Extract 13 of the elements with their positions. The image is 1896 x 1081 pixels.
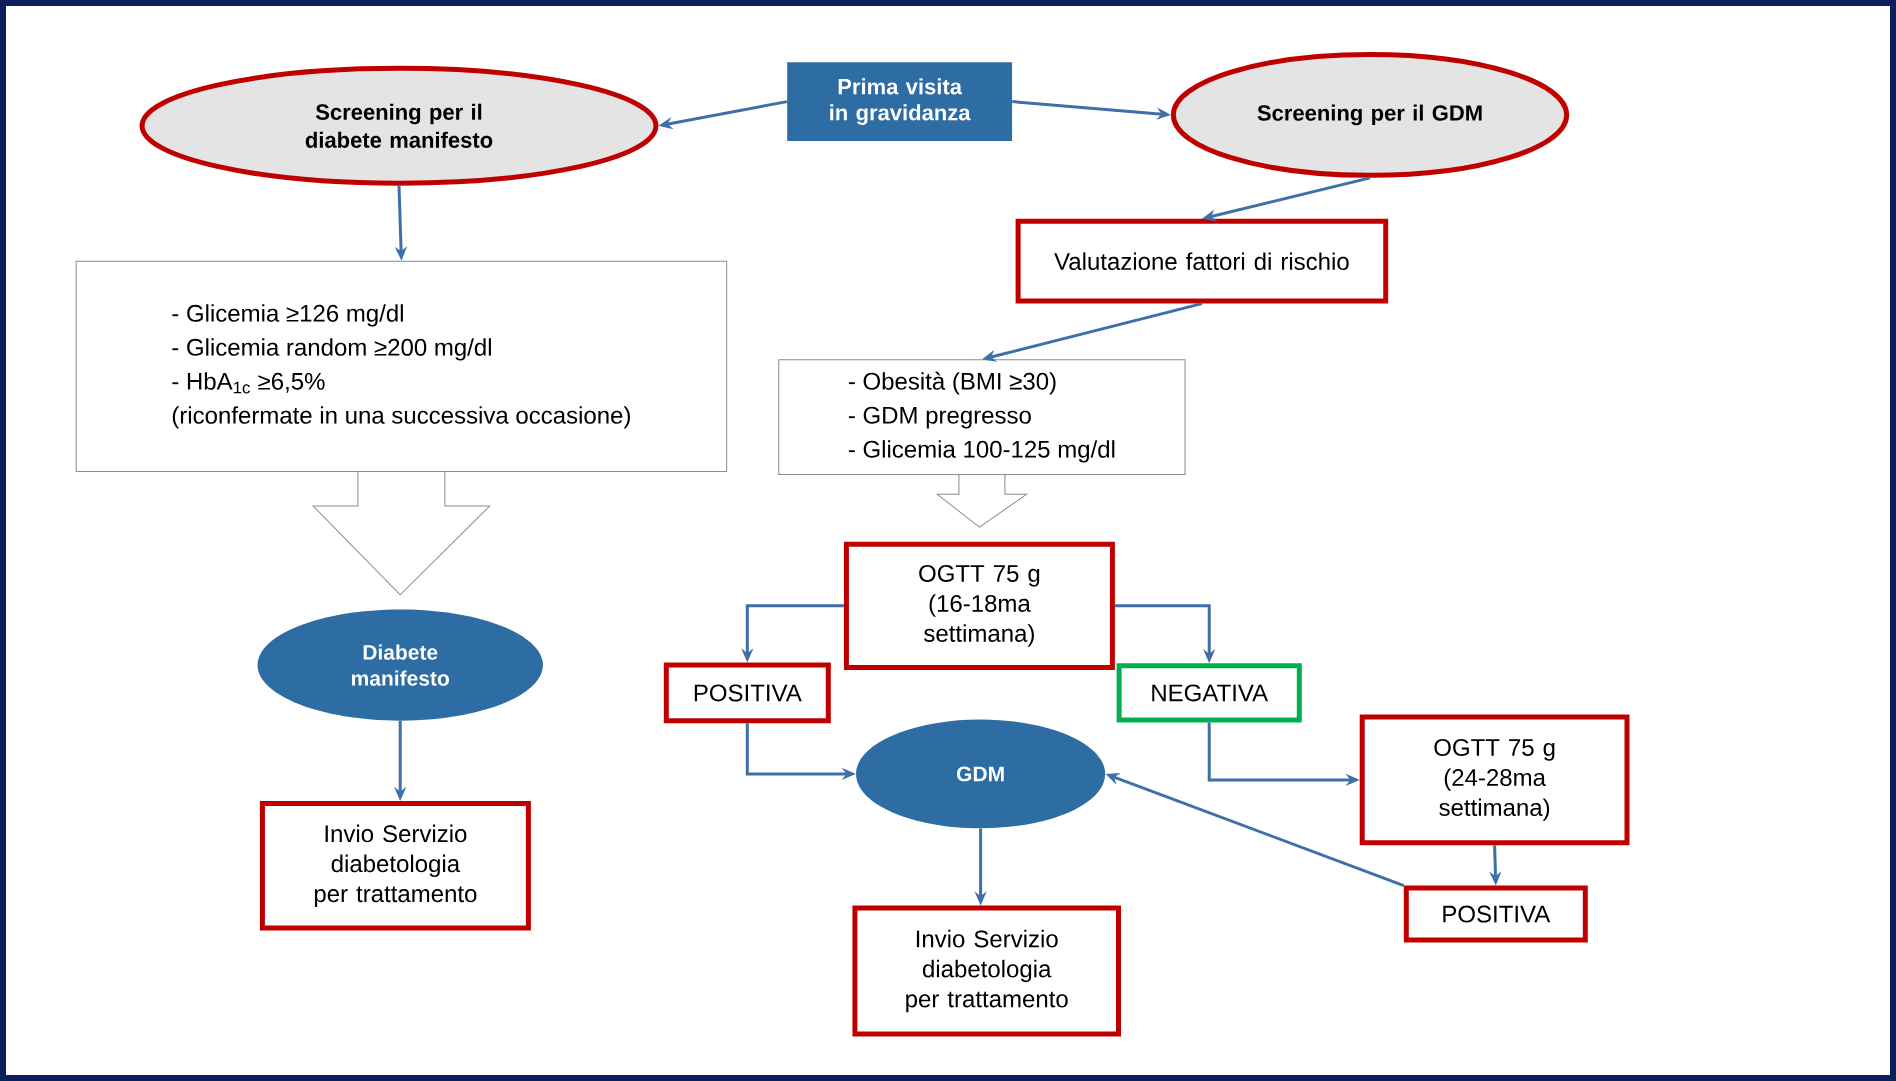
result-box: NEGATIVA xyxy=(1116,663,1302,723)
process-box: Invio Servizio diabetologia per trattamento xyxy=(259,801,531,931)
hollow-arrow xyxy=(312,471,491,596)
criteria-box: - Obesità (BMI ≥30) - GDM pregresso - Glicemia 100-125 mg/dl xyxy=(778,359,1186,475)
process-box: Invio Servizio diabetologia per trattamento xyxy=(852,905,1121,1037)
process-box: Valutazione fattori di rischio xyxy=(1015,218,1389,304)
process-box: OGTT 75 g (24-28ma settimana) xyxy=(1359,714,1630,846)
process-box: POSITIVA xyxy=(1403,885,1588,943)
process-box: POSITIVA xyxy=(663,662,831,724)
process-box: OGTT 75 g (16-18ma settimana) xyxy=(843,541,1115,670)
criteria-box: - Glicemia ≥126 mg/dl - Glicemia random ≥200 mg/dl - HbA$_{1c}$ ≥6,5% (riconfermate in una successiva occasione) xyxy=(75,260,728,473)
process-box: Prima visita in gravidanza xyxy=(787,62,1013,141)
hollow-arrow xyxy=(936,474,1028,528)
